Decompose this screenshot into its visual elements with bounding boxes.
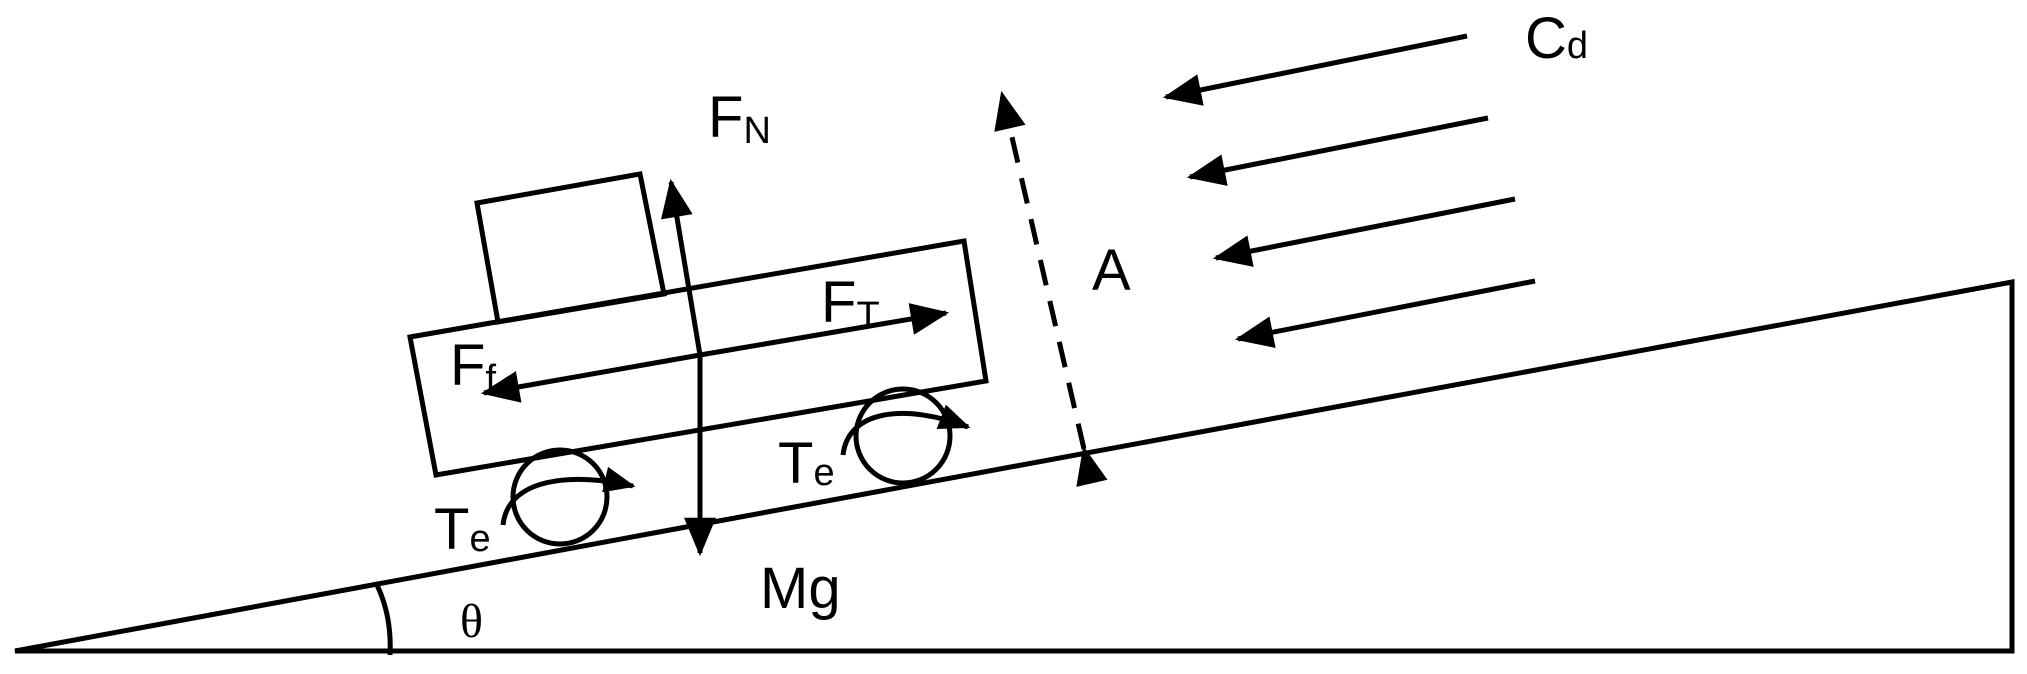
- normal-force-label: FN: [708, 85, 771, 152]
- frontal-area-arrow: [994, 90, 1108, 487]
- front-torque-subscript: e: [813, 452, 834, 494]
- weight-label: Mg: [760, 556, 841, 621]
- drag-subscript: d: [1567, 25, 1588, 67]
- traction-force-label: FT: [821, 270, 880, 337]
- drag-arrow-3: [1212, 196, 1516, 267]
- rear-wheel: [510, 447, 610, 547]
- area-label: A: [1092, 238, 1131, 303]
- rear-torque-subscript: e: [469, 518, 490, 560]
- drag-arrow-1: [1162, 33, 1468, 106]
- front-wheel-torque-arrow: [840, 404, 971, 456]
- front-wheel: [853, 386, 953, 486]
- normal-force-arrow: [661, 178, 703, 356]
- incline-ramp: [14, 278, 2015, 654]
- drag-arrow-2: [1186, 115, 1489, 186]
- rear-torque-label: Te: [434, 497, 491, 562]
- drag-arrow-4: [1234, 278, 1536, 348]
- front-torque-label: Te: [778, 431, 835, 496]
- vehicle-cab: [474, 171, 667, 325]
- drag-label: Cd: [1525, 6, 1588, 71]
- traction-force-arrow: [699, 303, 950, 358]
- rear-wheel-torque-arrow: [500, 466, 636, 526]
- friction-force-arrow: [480, 352, 701, 403]
- angle-label: θ: [460, 595, 483, 648]
- vehicle-body: [407, 238, 989, 478]
- friction-force-subscript: f: [485, 358, 496, 400]
- normal-force-subscript: N: [743, 110, 770, 152]
- friction-force-label: Ff: [450, 333, 496, 400]
- angle-arc: [373, 581, 393, 656]
- traction-force-subscript: T: [856, 295, 879, 337]
